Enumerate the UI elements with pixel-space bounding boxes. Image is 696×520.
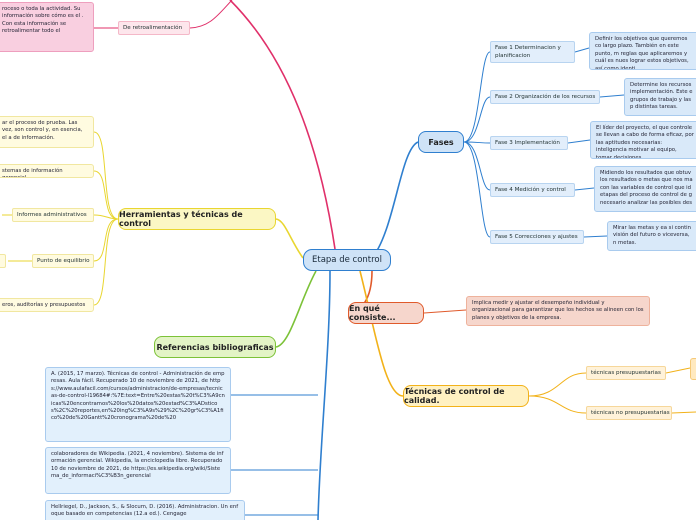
reference-wikipedia[interactable]: colaboradores de Wikipedia. (2021, 4 nov… bbox=[45, 447, 231, 494]
link-central-tecnicas bbox=[359, 270, 404, 397]
link-central-refs bbox=[275, 270, 317, 348]
link-pink-retro bbox=[189, 0, 233, 29]
desc-fase-1[interactable]: Definir los objetivos que queremos co la… bbox=[589, 32, 696, 70]
subtopic-informes-administrativos[interactable]: Informes administrativos bbox=[12, 208, 94, 222]
link-central-fases bbox=[371, 141, 419, 259]
subtopic-herramienta-partial[interactable] bbox=[0, 254, 6, 268]
subtopic-fase-1[interactable]: Fase 1 Determinacion y planificacion bbox=[490, 41, 575, 63]
topic-tecnicas-control-calidad[interactable]: Técnicas de control de calidad. bbox=[403, 385, 529, 407]
link-central-herr bbox=[275, 218, 304, 259]
desc-fase-5[interactable]: Mirar las metas y ea si contin visión de… bbox=[607, 221, 696, 251]
desc-tecnicas-presupuestarias-partial[interactable]: L bbox=[690, 358, 696, 380]
subtopic-tecnicas-presupuestarias[interactable]: técnicas presupuestarias bbox=[586, 366, 666, 380]
topic-herramientas-tecnicas[interactable]: Herramientas y técnicas de control bbox=[118, 208, 276, 230]
topic-referencias-bibliograficas[interactable]: Referencias bibliograficas bbox=[154, 336, 276, 358]
desc-fase-2[interactable]: Determine los recursos implementación. E… bbox=[624, 78, 696, 116]
subtopic-fase-5[interactable]: Fase 5 Correcciones y ajustes bbox=[490, 230, 584, 244]
desc-herramienta-auditorias[interactable]: eros, auditorías y presupuestos bbox=[0, 298, 94, 312]
reference-hellriegel[interactable]: Hellriegel, D., Jackson, S., & Slocum, D… bbox=[45, 500, 245, 520]
topic-fases[interactable]: Fases bbox=[418, 131, 464, 153]
desc-en-que-consiste[interactable]: Implica medir y ajustar el desempeño ind… bbox=[466, 296, 650, 326]
desc-retroalimentacion[interactable]: roceso o toda la actividad. Su informaci… bbox=[0, 2, 94, 52]
desc-herramienta-sistemas[interactable]: stemas de información gerencial bbox=[0, 164, 94, 178]
subtopic-punto-equilibrio[interactable]: Punto de equilibrio bbox=[32, 254, 94, 268]
desc-fase-4[interactable]: Midiendo los resultados que obtuv los re… bbox=[594, 166, 696, 212]
subtopic-fase-3[interactable]: Fase 3 Implementación bbox=[490, 136, 568, 150]
subtopic-fase-4[interactable]: Fase 4 Medición y control bbox=[490, 183, 575, 197]
desc-fase-3[interactable]: El líder del proyecto, el que controle s… bbox=[590, 121, 696, 159]
desc-herramienta-1[interactable]: ar el proceso de prueba. Las vez, son co… bbox=[0, 116, 94, 148]
central-topic[interactable]: Etapa de control bbox=[303, 249, 391, 271]
topic-en-que-consiste[interactable]: En qué consiste... bbox=[348, 302, 424, 324]
subtopic-retroalimentacion[interactable]: De retroalimentación bbox=[118, 21, 190, 35]
link-central-pink bbox=[229, 0, 336, 250]
subtopic-fase-2[interactable]: Fase 2 Organización de los recursos bbox=[490, 90, 600, 104]
reference-aulafacil[interactable]: A. (2015, 17 marzo). Técnicas de control… bbox=[45, 367, 231, 442]
link-central-blue-down bbox=[317, 270, 331, 520]
subtopic-tecnicas-no-presupuestarias[interactable]: técnicas no presupuestarias bbox=[586, 406, 672, 420]
